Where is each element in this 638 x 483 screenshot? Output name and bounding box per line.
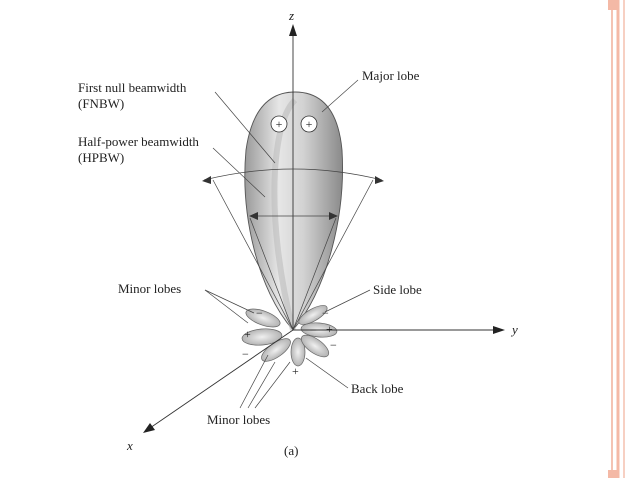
plus-circle-icon — [270, 115, 288, 133]
sign-minus: − — [310, 323, 317, 337]
x-axis-line — [149, 329, 294, 429]
back-lobe-label: Back lobe — [351, 381, 404, 396]
minor-lobes-label-bottom: Minor lobes — [207, 412, 270, 427]
hpbw-lines — [249, 212, 338, 331]
minor-lobe-signs: − + − − − + − + — [242, 306, 337, 378]
sign-minus: − — [322, 306, 329, 320]
hpbw-label: Half-power beamwidth — [78, 134, 199, 149]
z-axis-label: z — [288, 8, 294, 23]
sign-minus: − — [330, 338, 337, 352]
hpbw-abbrev-label: (HPBW) — [78, 150, 124, 165]
sign-minus: − — [256, 306, 263, 320]
minor-lobes-label-left: Minor lobes — [118, 281, 181, 296]
major-lobe-label: Major lobe — [362, 68, 420, 83]
figure-caption: (a) — [284, 443, 298, 458]
x-axis-arrow-icon — [143, 423, 155, 433]
fnbw-abbrev-label: (FNBW) — [78, 96, 124, 111]
sign-plus: + — [276, 117, 283, 131]
slide-border-decoration — [608, 0, 625, 478]
major-lobe-shading — [271, 97, 298, 331]
axes — [143, 24, 505, 433]
major-lobe-shape — [244, 91, 343, 331]
side-lobe-label: Side lobe — [373, 282, 422, 297]
sign-plus: + — [292, 364, 299, 378]
plus-circle-icon — [300, 115, 318, 133]
sign-plus: + — [326, 322, 333, 336]
sign-plus: + — [306, 117, 313, 131]
main-lobe-signs: + + — [270, 115, 318, 133]
y-axis-label: y — [510, 322, 518, 337]
sign-minus: − — [242, 347, 249, 361]
fnbw-lines — [202, 168, 384, 331]
fnbw-label: First null beamwidth — [78, 80, 187, 95]
leader-lines — [204, 79, 371, 409]
y-axis-arrow-icon — [493, 326, 505, 334]
z-axis-arrow-icon — [289, 24, 297, 36]
sign-plus: + — [244, 327, 251, 341]
x-axis-label: x — [126, 438, 133, 453]
